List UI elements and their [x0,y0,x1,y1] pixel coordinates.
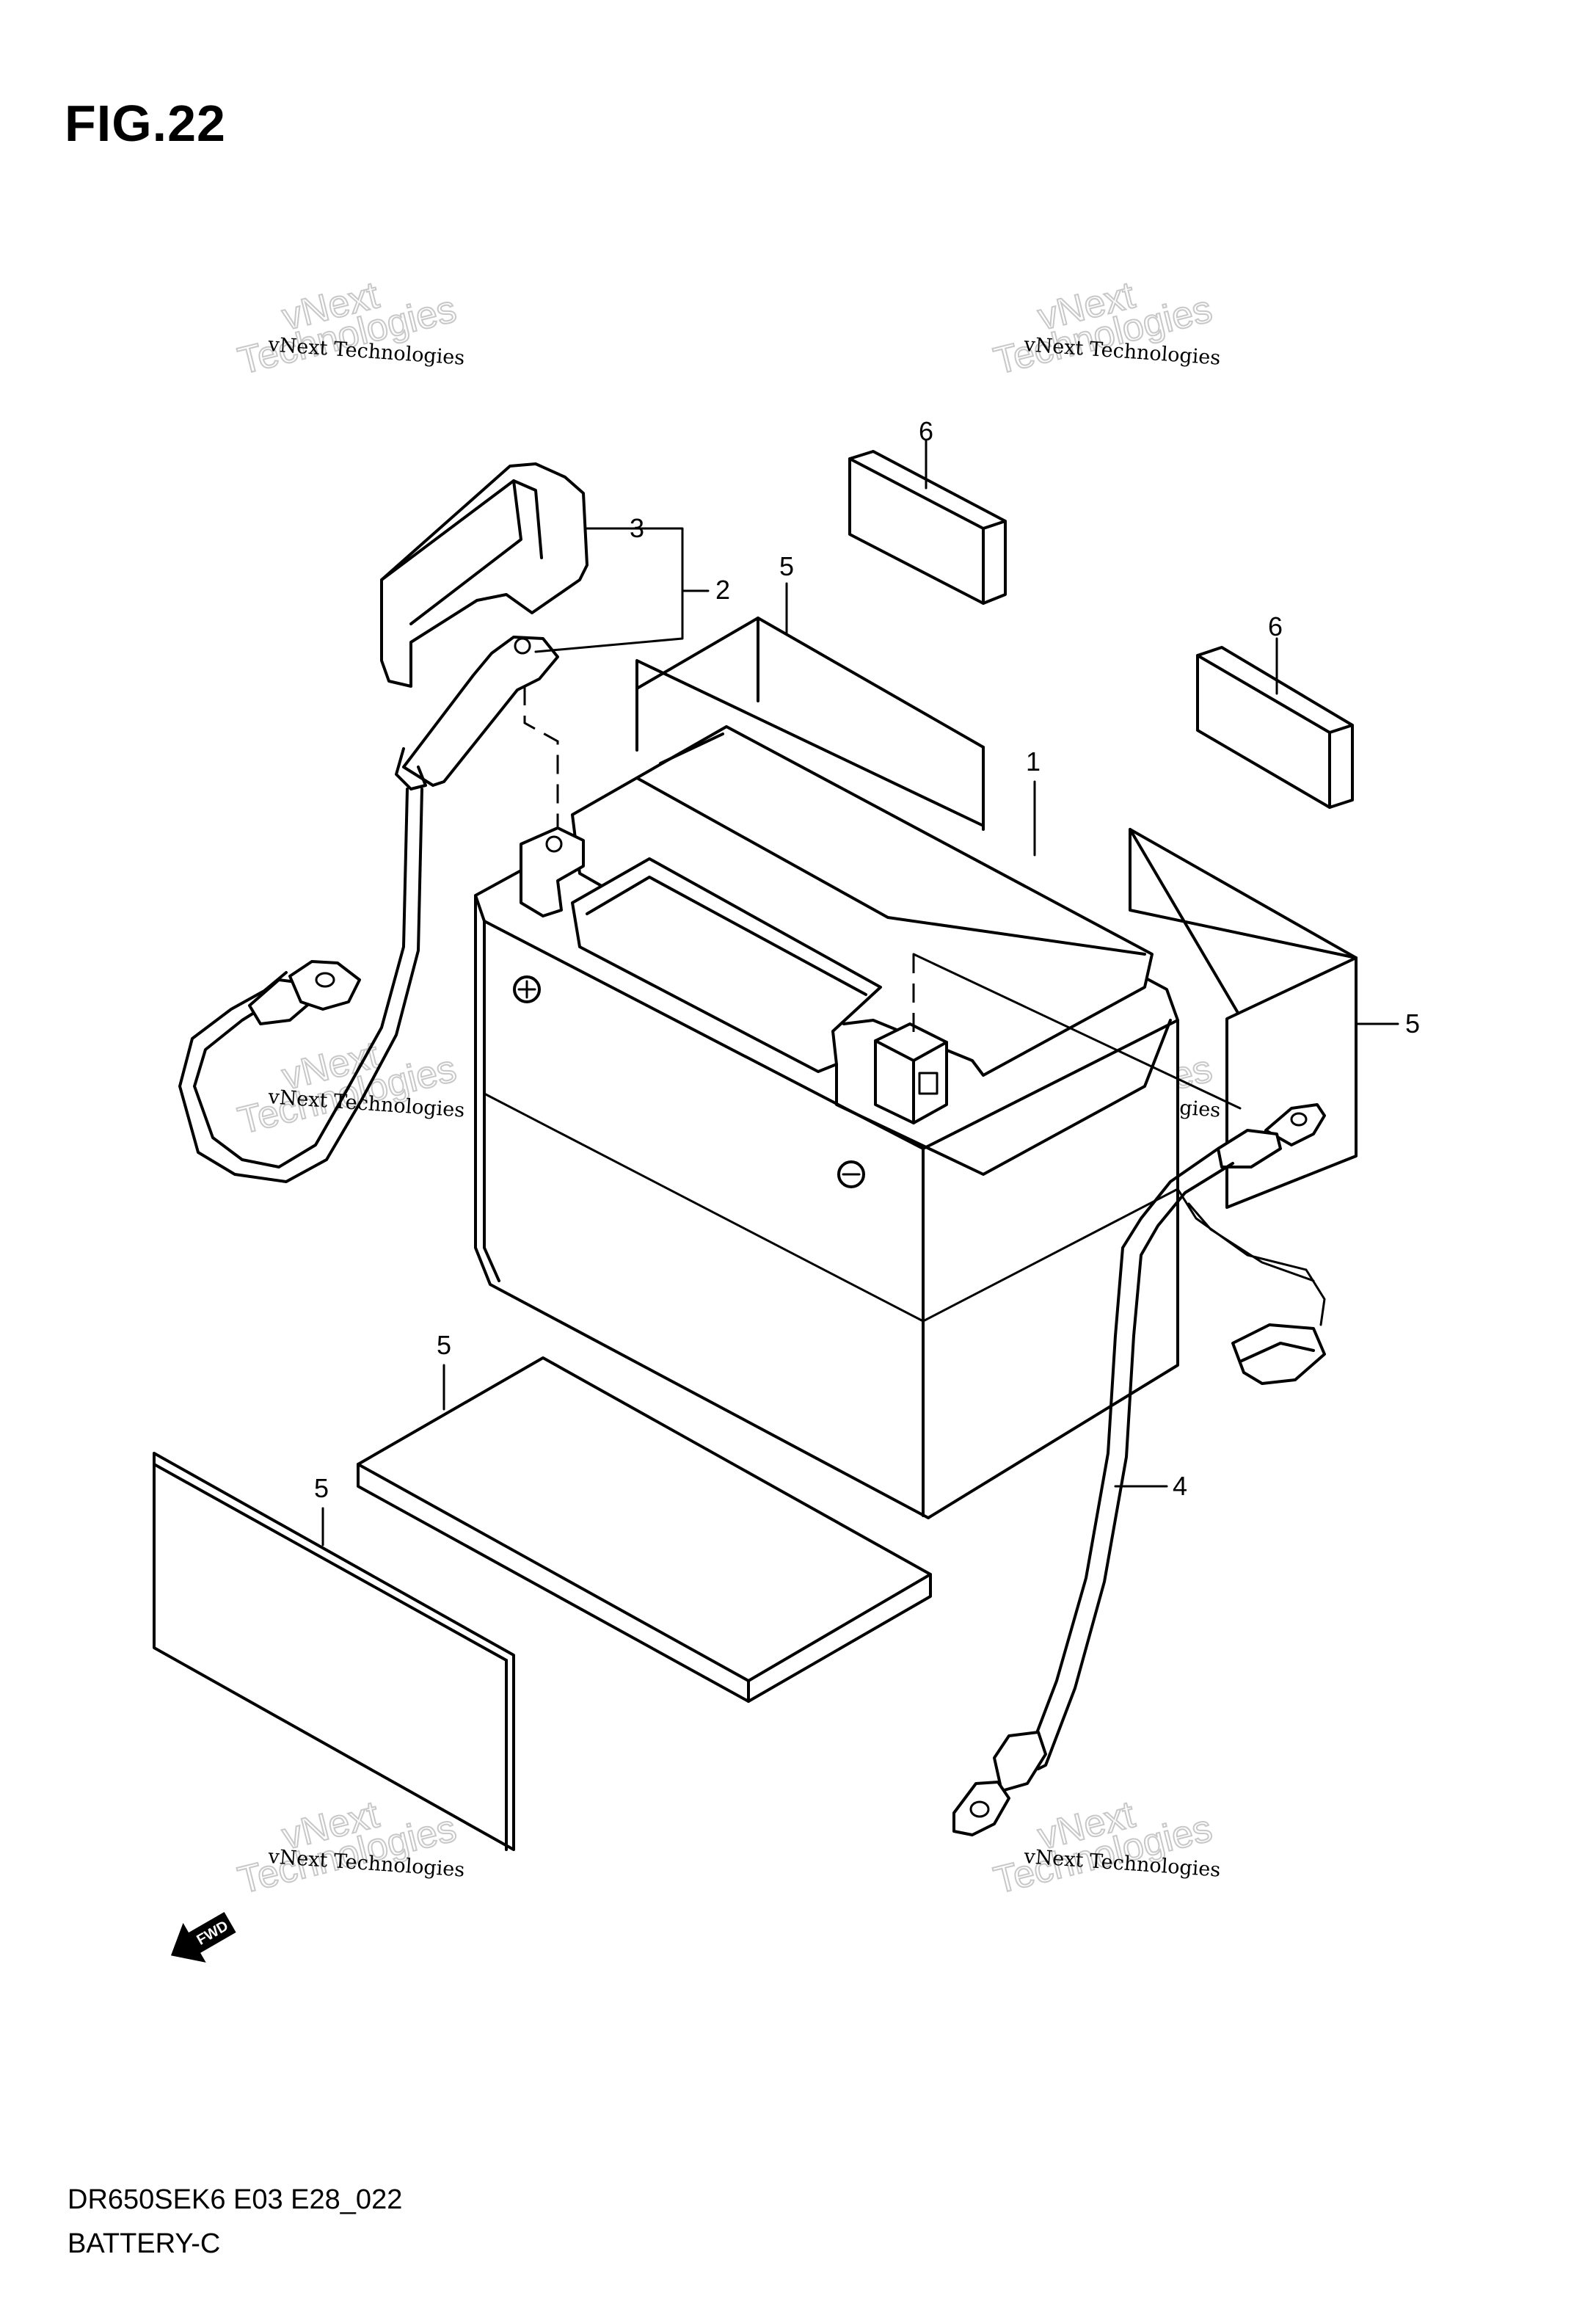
section-name: BATTERY-C [68,2228,221,2259]
watermark-mid-left: Technologies vNext vNext Technologies [233,1033,465,1144]
watermark-top-left: Technologies vNext vNext Technologies [233,273,465,384]
callout-spacer-right: 5 [1405,1008,1420,1039]
callout-pad-upper: 6 [919,416,933,446]
positive-cable [178,636,559,1183]
fwd-arrow-icon: FWD [170,1912,236,1963]
callout-cover: 3 [630,513,644,543]
callout-battery: 1 [1026,746,1041,777]
figure-title: FIG.22 [65,95,226,152]
spacer-rear [635,617,985,831]
leader-lines [321,439,1399,1546]
callout-spacer-bottom: 5 [437,1330,451,1360]
pad-upper [848,450,1007,605]
model-code: DR650SEK6 E03 E28_022 [68,2184,403,2215]
pad-right [1196,646,1354,809]
watermark-top-right: Technologies vNext vNext Technologies [989,273,1221,384]
callout-negative-cable: 4 [1173,1471,1187,1501]
battery-body [474,725,1179,1519]
watermark-bottom-right: Technologies vNext vNext Technologies [989,1792,1221,1903]
spacer-bottom [357,1356,932,1703]
negative-cable [912,953,1326,1836]
callout-spacer-front: 5 [314,1473,329,1503]
terminal-cover [380,462,589,688]
spacer-front [153,1452,515,1851]
callout-cable-group: 2 [715,575,730,605]
positive-mark-icon [513,975,541,1003]
watermark-bottom-left: Technologies vNext vNext Technologies [233,1792,465,1903]
negative-mark-icon [837,1160,865,1188]
callout-pad-right: 6 [1268,611,1283,641]
callout-spacer-rear: 5 [779,551,794,581]
